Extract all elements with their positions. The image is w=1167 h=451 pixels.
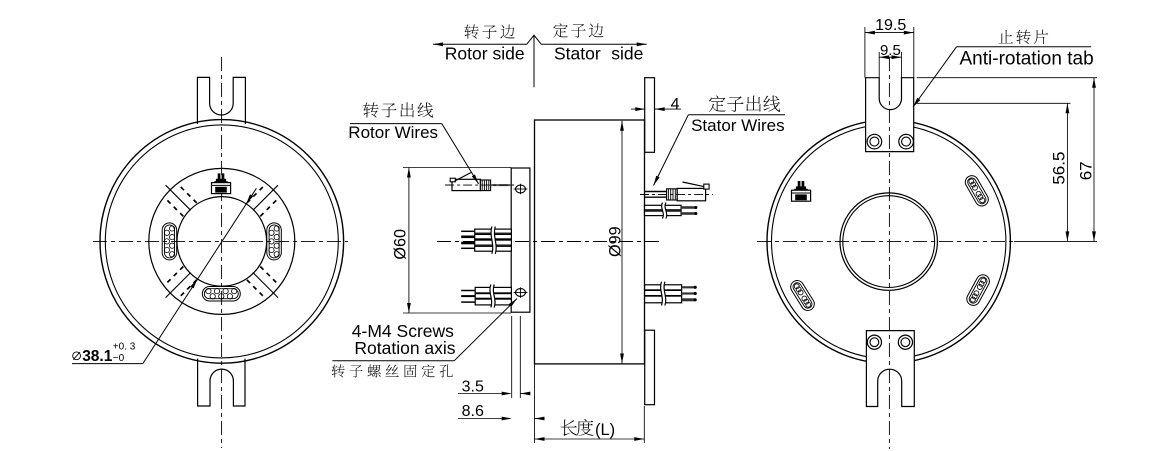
svg-text:67: 67 xyxy=(1076,161,1095,180)
svg-text:19.5: 19.5 xyxy=(875,17,906,34)
svg-text:4-M4 Screws: 4-M4 Screws xyxy=(352,321,454,341)
svg-text:Stator Wires: Stator Wires xyxy=(691,116,785,135)
svg-text:(L): (L) xyxy=(595,421,615,439)
svg-text:Anti-rotation tab: Anti-rotation tab xyxy=(960,49,1094,70)
svg-text:Ø60: Ø60 xyxy=(392,229,410,260)
svg-text:9.5: 9.5 xyxy=(880,42,901,59)
svg-text:side: side xyxy=(611,44,643,64)
svg-text:Rotation axis: Rotation axis xyxy=(354,338,455,358)
svg-text:3.5: 3.5 xyxy=(462,379,484,396)
svg-text:−0: −0 xyxy=(113,353,125,364)
svg-text:Stator: Stator xyxy=(554,44,601,64)
svg-text:Rotor Wires: Rotor Wires xyxy=(348,123,438,142)
svg-text:8.6: 8.6 xyxy=(462,403,484,420)
svg-text:Rotor side: Rotor side xyxy=(445,44,525,64)
svg-text:56.5: 56.5 xyxy=(1050,152,1069,185)
svg-text:4: 4 xyxy=(671,96,680,113)
svg-text:+0. 3: +0. 3 xyxy=(113,341,136,352)
svg-text:38.1: 38.1 xyxy=(82,348,113,365)
svg-text:Ø99: Ø99 xyxy=(606,226,624,257)
